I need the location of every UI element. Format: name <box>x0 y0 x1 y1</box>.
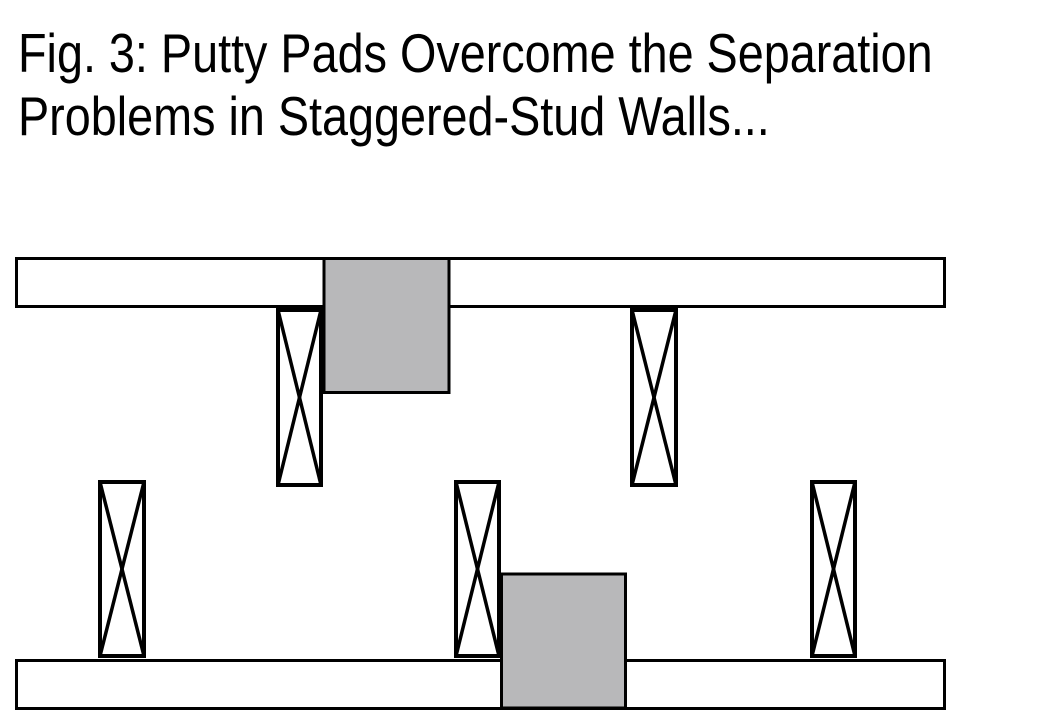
top-plate <box>15 257 946 308</box>
bottom-putty-pad <box>500 572 627 710</box>
figure-title-line-1: Fig. 3: Putty Pads Overcome the Separati… <box>18 22 933 84</box>
lower-middle-stud <box>454 480 501 658</box>
lower-right-stud <box>810 480 857 658</box>
lower-left-stud <box>98 480 146 658</box>
figure-title-line-2: Problems in Staggered-Stud Walls... <box>18 85 770 147</box>
bottom-plate <box>15 659 946 710</box>
upper-right-stud-brace-2 <box>630 309 678 486</box>
upper-left-stud <box>276 308 323 487</box>
lower-right-stud-brace-2 <box>810 481 857 657</box>
lower-left-stud-brace-2 <box>98 481 146 657</box>
top-putty-pad <box>322 257 451 394</box>
upper-right-stud <box>630 308 678 487</box>
lower-middle-stud-brace-2 <box>454 481 501 657</box>
upper-left-stud-brace-2 <box>276 309 323 486</box>
figure-title: Fig. 3: Putty Pads Overcome the Separati… <box>18 22 933 148</box>
